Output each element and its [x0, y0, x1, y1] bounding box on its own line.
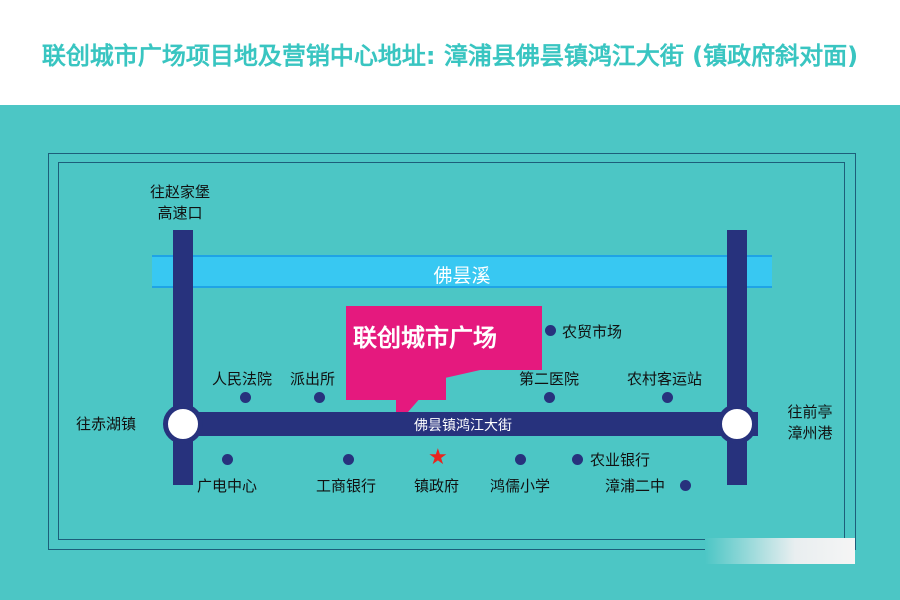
place-nongmao: 农贸市场: [562, 323, 623, 341]
dot-icon: [680, 480, 691, 491]
west-roundabout-icon: [163, 404, 203, 444]
place-dier-yiyuan: 第二医院: [519, 370, 580, 388]
page-title: 联创城市广场项目地及营销中心地址: 漳浦县佛昙镇鸿江大街 (镇政府斜对面): [41, 42, 859, 70]
project-marker: [346, 306, 542, 370]
dot-icon: [343, 454, 354, 465]
map-frame-inner: [58, 162, 845, 540]
place-hongru: 鸿儒小学: [490, 477, 551, 495]
place-guangdian: 广电中心: [197, 477, 258, 495]
project-label: 联创城市广场: [353, 324, 497, 352]
place-nongcun-keyunzhan: 农村客运站: [627, 370, 703, 388]
header: 联创城市广场项目地及营销中心地址: 漳浦县佛昙镇鸿江大街 (镇政府斜对面): [0, 0, 900, 105]
river-label: 佛昙溪: [433, 265, 491, 287]
east-road: [727, 230, 747, 485]
place-nongye: 农业银行: [590, 451, 651, 469]
dot-icon: [240, 392, 251, 403]
dot-icon: [572, 454, 583, 465]
east-roundabout-icon: [717, 404, 757, 444]
map-frame-outer: [48, 153, 856, 550]
direction-north-line2: 高速口: [157, 204, 203, 222]
direction-east-line2: 漳州港: [787, 424, 833, 442]
corner-watermark-fade: [705, 538, 855, 564]
direction-east: 往前亭 漳州港: [770, 402, 850, 444]
dot-icon: [515, 454, 526, 465]
dot-icon: [314, 392, 325, 403]
direction-north-line1: 往赵家堡: [149, 183, 210, 201]
dot-icon: [544, 392, 555, 403]
place-zhangpu-erzhong: 漳浦二中: [605, 477, 666, 495]
dot-icon: [545, 325, 556, 336]
place-renmin-fayuan: 人民法院: [212, 370, 273, 388]
dot-icon: [222, 454, 233, 465]
government-star-icon: ★: [428, 445, 448, 470]
place-zhenzhengfu: 镇政府: [414, 477, 460, 495]
direction-east-line1: 往前亭: [787, 403, 833, 421]
river: 佛昙溪: [152, 255, 772, 288]
direction-west: 往赤湖镇: [76, 415, 137, 433]
place-paichusuo: 派出所: [290, 370, 336, 388]
main-street: 佛昙镇鸿江大街: [168, 412, 758, 436]
west-road: [173, 230, 193, 485]
place-gongshang: 工商银行: [316, 477, 377, 495]
direction-north: 往赵家堡 高速口: [135, 182, 225, 224]
main-street-label: 佛昙镇鸿江大街: [414, 418, 512, 434]
project-marker-tail: [346, 370, 446, 400]
dot-icon: [662, 392, 673, 403]
